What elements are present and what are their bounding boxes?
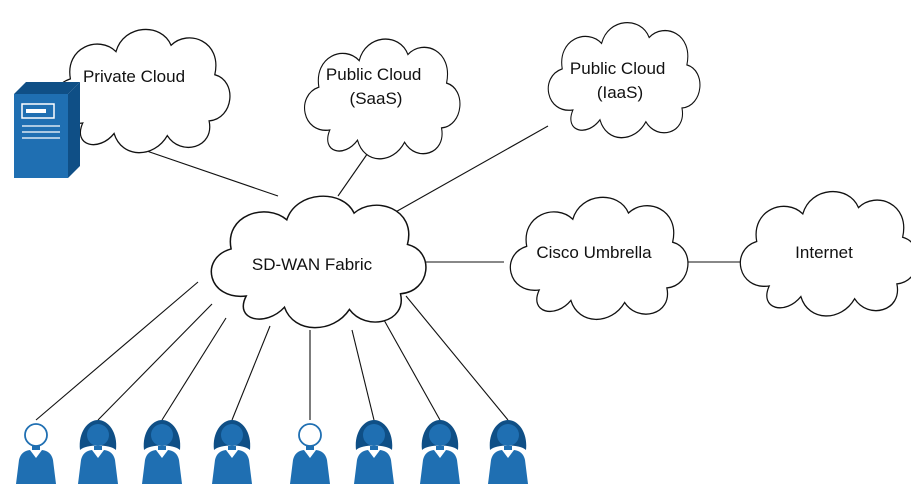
link-user-2 xyxy=(97,303,213,421)
link-user-8 xyxy=(405,295,509,421)
cloud-icon xyxy=(53,28,231,154)
cloud-cisco-umbrella: Cisco Umbrella xyxy=(509,196,689,321)
connection-lines xyxy=(35,125,740,421)
public-saas-label: Public Cloud (SaaS) xyxy=(326,65,426,108)
internet-label: Internet xyxy=(795,243,853,262)
user-icon xyxy=(212,420,252,484)
link-private-cloud xyxy=(137,147,279,197)
link-user-1 xyxy=(35,281,199,421)
link-public-saas xyxy=(337,149,371,197)
link-user-6 xyxy=(351,329,375,421)
cloud-internet: Internet xyxy=(739,190,911,317)
link-public-iaas xyxy=(391,125,549,215)
sdwan-fabric-label: SD-WAN Fabric xyxy=(252,255,373,274)
server-icon xyxy=(14,82,80,178)
cloud-public-iaas: Public Cloud (IaaS) xyxy=(547,22,701,139)
private-cloud-label: Private Cloud xyxy=(83,67,185,86)
user-icon xyxy=(289,423,331,485)
user-icon xyxy=(488,420,528,484)
users-row xyxy=(15,420,528,485)
cloud-private-cloud: Private Cloud xyxy=(53,28,231,154)
link-user-7 xyxy=(383,319,441,421)
link-user-3 xyxy=(161,317,227,421)
user-icon xyxy=(420,420,460,484)
cisco-umbrella-label: Cisco Umbrella xyxy=(536,243,652,262)
cloud-public-saas: Public Cloud (SaaS) xyxy=(303,38,461,160)
link-user-4 xyxy=(231,325,271,421)
public-iaas-label: Public Cloud (IaaS) xyxy=(570,59,670,102)
user-icon xyxy=(142,420,182,484)
cloud-sdwan-fabric: SD-WAN Fabric xyxy=(210,195,427,329)
user-icon xyxy=(15,423,57,485)
user-icon xyxy=(78,420,118,484)
cloud-icon xyxy=(547,22,701,139)
user-icon xyxy=(354,420,394,484)
